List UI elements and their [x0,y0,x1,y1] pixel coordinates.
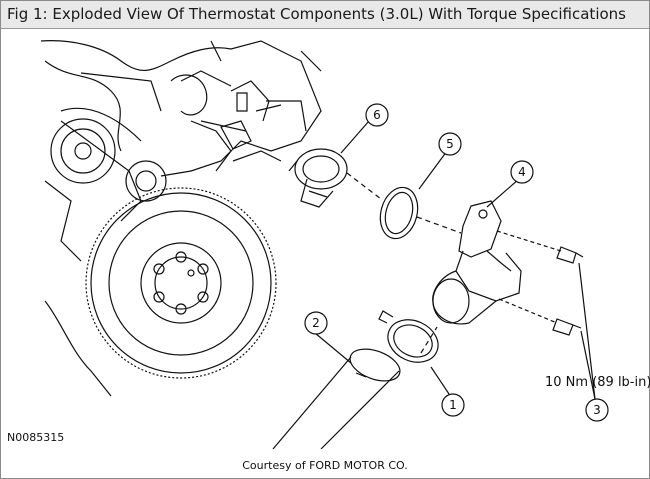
courtesy-caption: Courtesy of FORD MOTOR CO. [242,459,408,472]
callout-1-label: 1 [449,398,457,412]
callout-4-circle [510,160,534,184]
thermostat-housing-drawing [432,200,522,325]
torque-specification: 10 Nm (89 lb-in) [545,375,650,390]
seal-drawing [379,186,419,240]
callout-3-label: 3 [593,403,601,417]
callout-4-label: 4 [518,165,526,179]
thermostat-drawing [288,148,348,208]
callout-5-circle [438,132,462,156]
flexplate-drawing [85,187,277,379]
hose-drawing [272,348,401,449]
figure-id: N0085315 [7,431,65,444]
callout-leaders [314,120,596,400]
callout-6-label: 6 [373,108,381,122]
hose-clamp-drawing [378,310,439,363]
engine-block-drawing [40,40,322,397]
bolts-drawing [496,230,584,336]
figure-title: Fig 1: Exploded View Of Thermostat Compo… [7,5,626,23]
title-bar: Fig 1: Exploded View Of Thermostat Compo… [1,1,649,29]
callout-3-circle [585,398,609,422]
explode-lines [346,172,462,354]
thermostat-exploded-diagram: 6 5 4 2 1 3 [40,40,609,449]
callout-circles [304,103,609,422]
callout-5-label: 5 [446,137,454,151]
callout-2-label: 2 [312,316,320,330]
callout-2-circle [304,311,328,335]
callout-1-circle [441,393,465,417]
callout-6-circle [365,103,389,127]
